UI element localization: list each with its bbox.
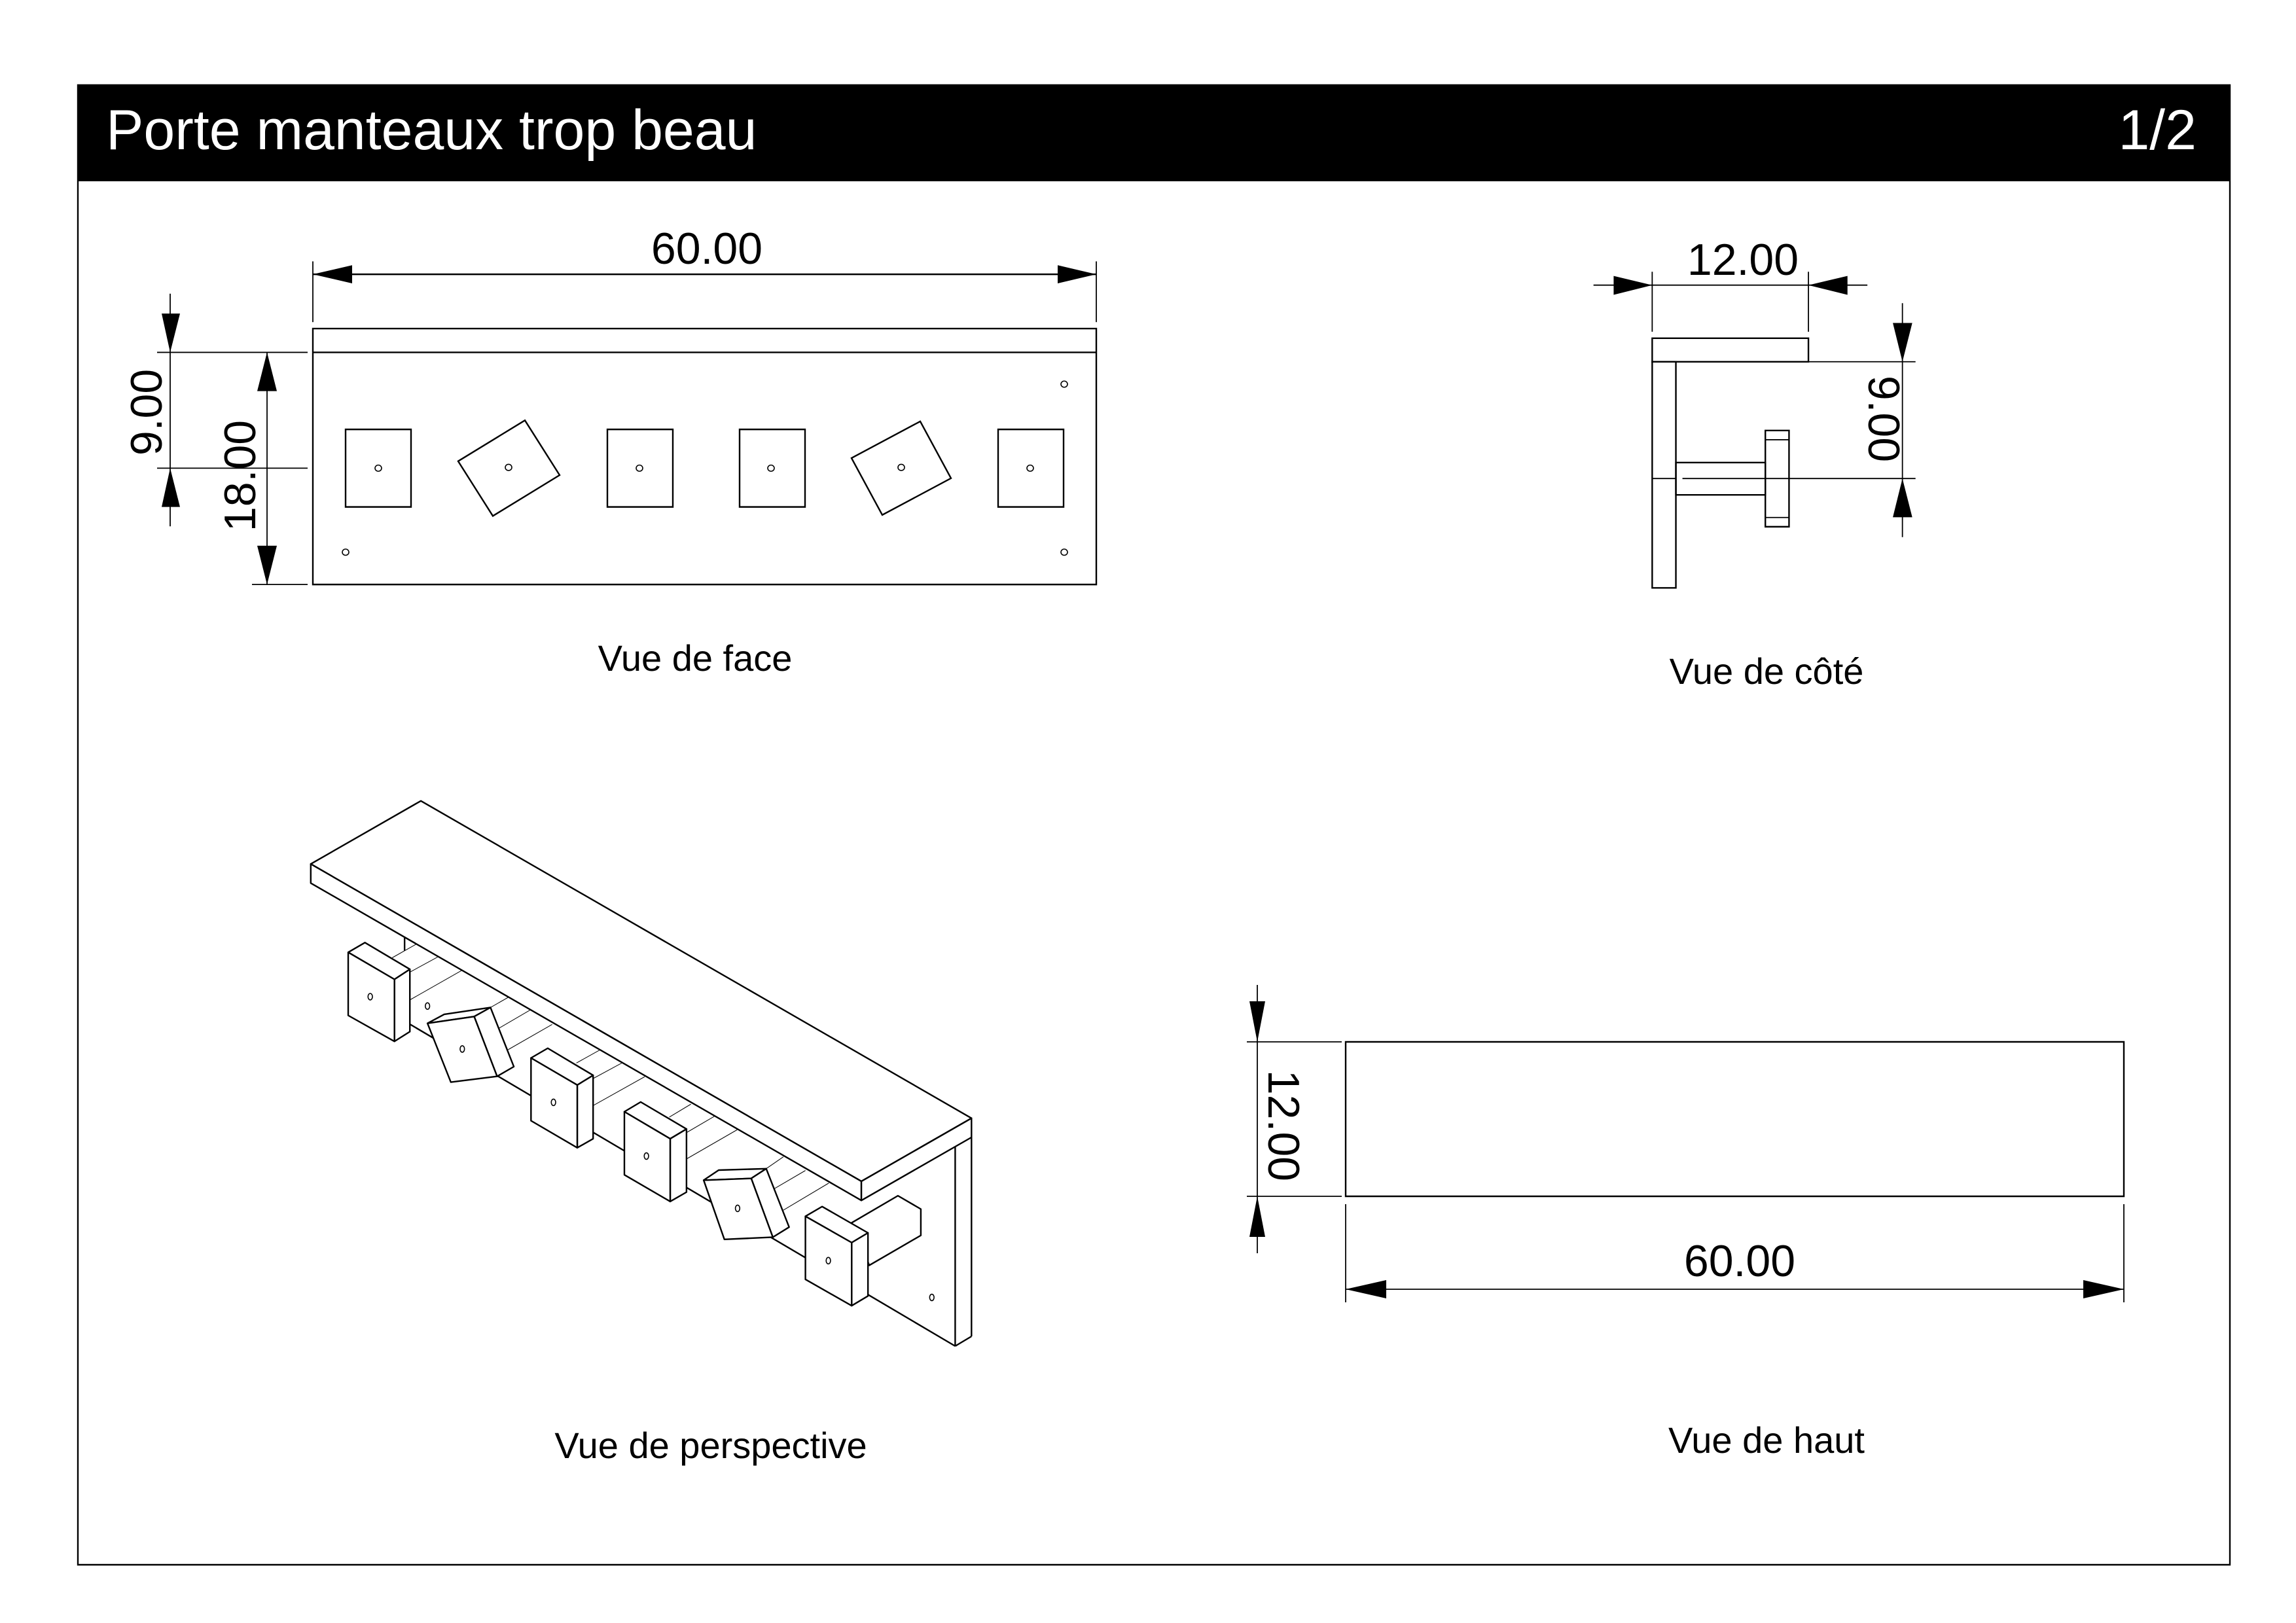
arrow-up-icon — [162, 468, 180, 507]
front-view: 60.00 9.00 18.00 Vue de face — [122, 224, 1096, 679]
hook — [346, 429, 411, 507]
page-number: 1/2 — [2118, 99, 2197, 162]
arrow-left-icon — [313, 265, 352, 283]
shelf-profile — [1652, 338, 1808, 362]
view-label-side: Vue de côté — [1670, 651, 1864, 692]
arrow-right-icon — [1058, 265, 1096, 283]
perspective-view: Vue de perspective — [311, 801, 972, 1466]
arrow-left-icon — [1808, 276, 1848, 295]
hook-rotated — [704, 1169, 789, 1240]
dimension-width: 60.00 — [1684, 1236, 1795, 1286]
top-view: 12.00 60.00 Vue de haut — [1247, 985, 2124, 1461]
screw-holes — [368, 993, 934, 1300]
arrow-down-icon — [162, 313, 180, 353]
dimension-width: 60.00 — [651, 224, 762, 274]
hook-head-profile — [1765, 431, 1789, 527]
view-label-top: Vue de haut — [1668, 1419, 1865, 1461]
back-panel-profile — [1652, 362, 1676, 588]
side-view: 12.00 9.00 Vue de côté — [1594, 235, 1916, 692]
hook-rotated — [458, 420, 560, 516]
hook-rotated — [427, 1007, 514, 1082]
dimension-upper-height: 9.00 — [122, 369, 171, 455]
hook — [348, 942, 410, 1041]
arrow-down-icon — [1893, 323, 1912, 362]
drawing-title: Porte manteaux trop beau — [106, 99, 757, 162]
screw-holes — [342, 381, 1067, 555]
hook — [531, 1048, 593, 1148]
arrow-up-icon — [1893, 478, 1912, 518]
shelf-side — [861, 1118, 971, 1201]
top-outline — [1346, 1042, 2124, 1196]
arrow-right-icon — [2083, 1280, 2124, 1298]
hook — [806, 1207, 869, 1306]
arrow-down-icon — [257, 545, 277, 585]
arrow-up-icon — [257, 352, 277, 391]
dimension-height: 9.00 — [1859, 376, 1909, 462]
hook — [624, 1102, 687, 1202]
front-outline — [313, 329, 1096, 584]
dimension-total-height: 18.00 — [215, 420, 265, 531]
arrow-up-icon — [1249, 1196, 1265, 1237]
hook — [740, 429, 805, 507]
view-label-front: Vue de face — [598, 637, 793, 679]
arrow-down-icon — [1249, 1001, 1265, 1042]
hook-pegs — [391, 944, 829, 1211]
hook — [998, 429, 1064, 507]
dimension-depth: 12.00 — [1687, 235, 1799, 285]
title-bar — [78, 85, 2230, 181]
hook-rotated — [852, 421, 951, 515]
arrow-left-icon — [1346, 1280, 1386, 1298]
view-label-perspective: Vue de perspective — [554, 1425, 867, 1466]
arrow-right-icon — [1613, 276, 1653, 295]
dimension-depth: 12.00 — [1259, 1070, 1308, 1181]
hook — [607, 429, 673, 507]
